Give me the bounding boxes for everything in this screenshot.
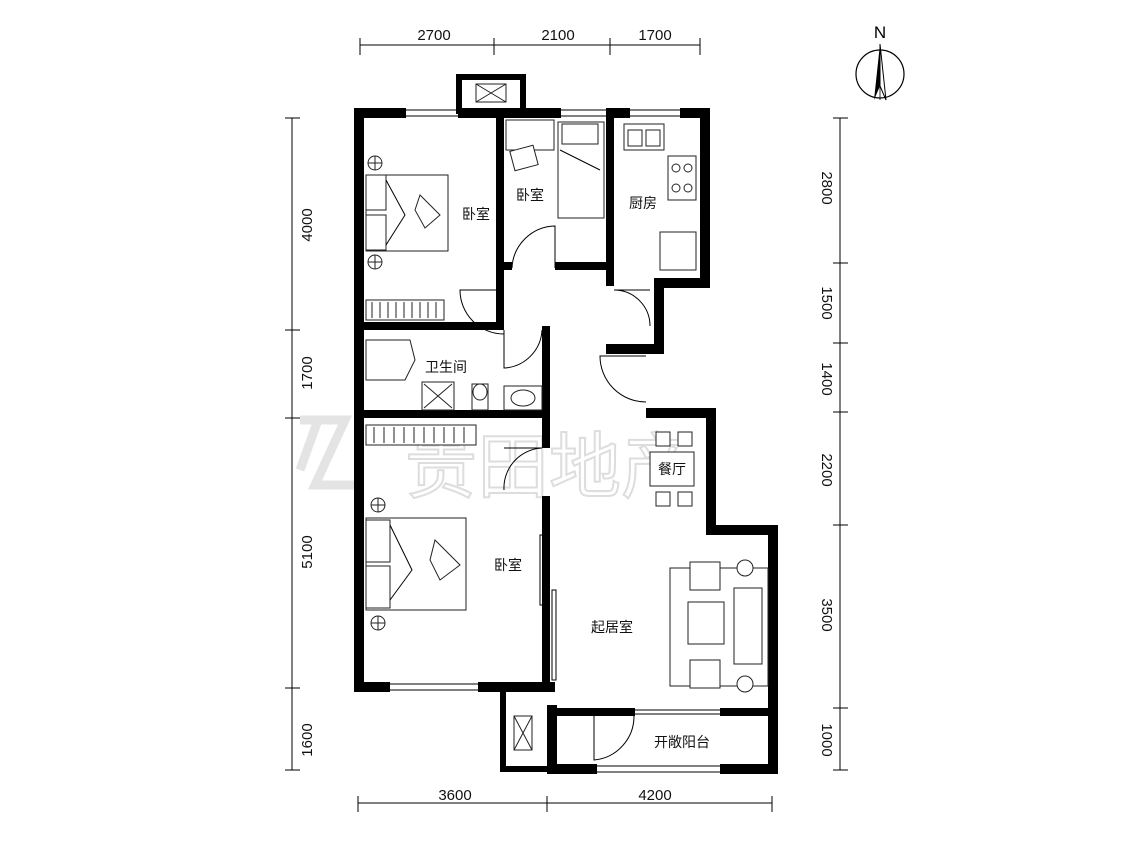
double-bed-icon <box>365 174 449 252</box>
dim-top-2: 2100 <box>541 27 574 44</box>
dim-left-2: 1700 <box>299 356 316 389</box>
sink-icon <box>623 123 665 151</box>
nightstand-icon <box>370 497 386 631</box>
room-label-second-bedroom: 卧室 <box>516 187 544 204</box>
windows <box>390 109 720 773</box>
walls <box>354 74 778 774</box>
dim-top-1: 2700 <box>417 27 450 44</box>
room-label-living-room: 起居室 <box>591 619 633 636</box>
room-label-dining: 餐厅 <box>658 462 686 478</box>
wardrobe-icon <box>365 299 445 321</box>
dim-bottom-1: 3600 <box>438 787 471 804</box>
vent-icon <box>475 83 507 103</box>
dim-left-1: 4000 <box>299 208 316 241</box>
sofa-set-icon <box>669 559 769 693</box>
dim-right-6: 1000 <box>818 723 835 756</box>
toilet-icon <box>471 383 489 411</box>
washbasin-icon <box>421 381 455 411</box>
dim-right-4: 2200 <box>818 453 835 486</box>
dim-left-4: 1600 <box>299 723 316 756</box>
dim-right-5: 3500 <box>818 598 835 631</box>
dining-table-icon <box>649 431 695 507</box>
room-label-kitchen: 厨房 <box>629 196 657 212</box>
double-bed-icon <box>365 517 467 611</box>
shower-icon <box>365 339 416 381</box>
vent-icon <box>513 715 533 751</box>
wardrobe-icon <box>365 424 477 446</box>
desk-chair-icon <box>505 119 555 172</box>
dim-bottom-2: 4200 <box>638 787 671 804</box>
room-label-master-bedroom: 卧室 <box>462 206 490 223</box>
dim-right-3: 1400 <box>818 362 835 395</box>
dimension-lines <box>285 38 848 812</box>
doors <box>459 225 651 761</box>
stove-icon <box>667 155 697 201</box>
room-label-third-bedroom: 卧室 <box>494 557 522 574</box>
north-label: N <box>874 23 886 42</box>
north-compass-icon <box>855 43 905 101</box>
fridge-icon <box>659 231 697 271</box>
bathtub-icon <box>503 385 543 411</box>
dim-left-3: 5100 <box>299 535 316 568</box>
nightstand-icon <box>367 155 383 270</box>
room-label-balcony: 开敞阳台 <box>654 735 710 751</box>
dim-right-1: 2800 <box>818 171 835 204</box>
dim-right-2: 1500 <box>818 286 835 319</box>
watermark-logo <box>295 415 360 490</box>
dim-top-3: 1700 <box>638 27 671 44</box>
room-label-bathroom: 卫生间 <box>425 360 467 376</box>
single-bed-icon <box>557 121 605 219</box>
